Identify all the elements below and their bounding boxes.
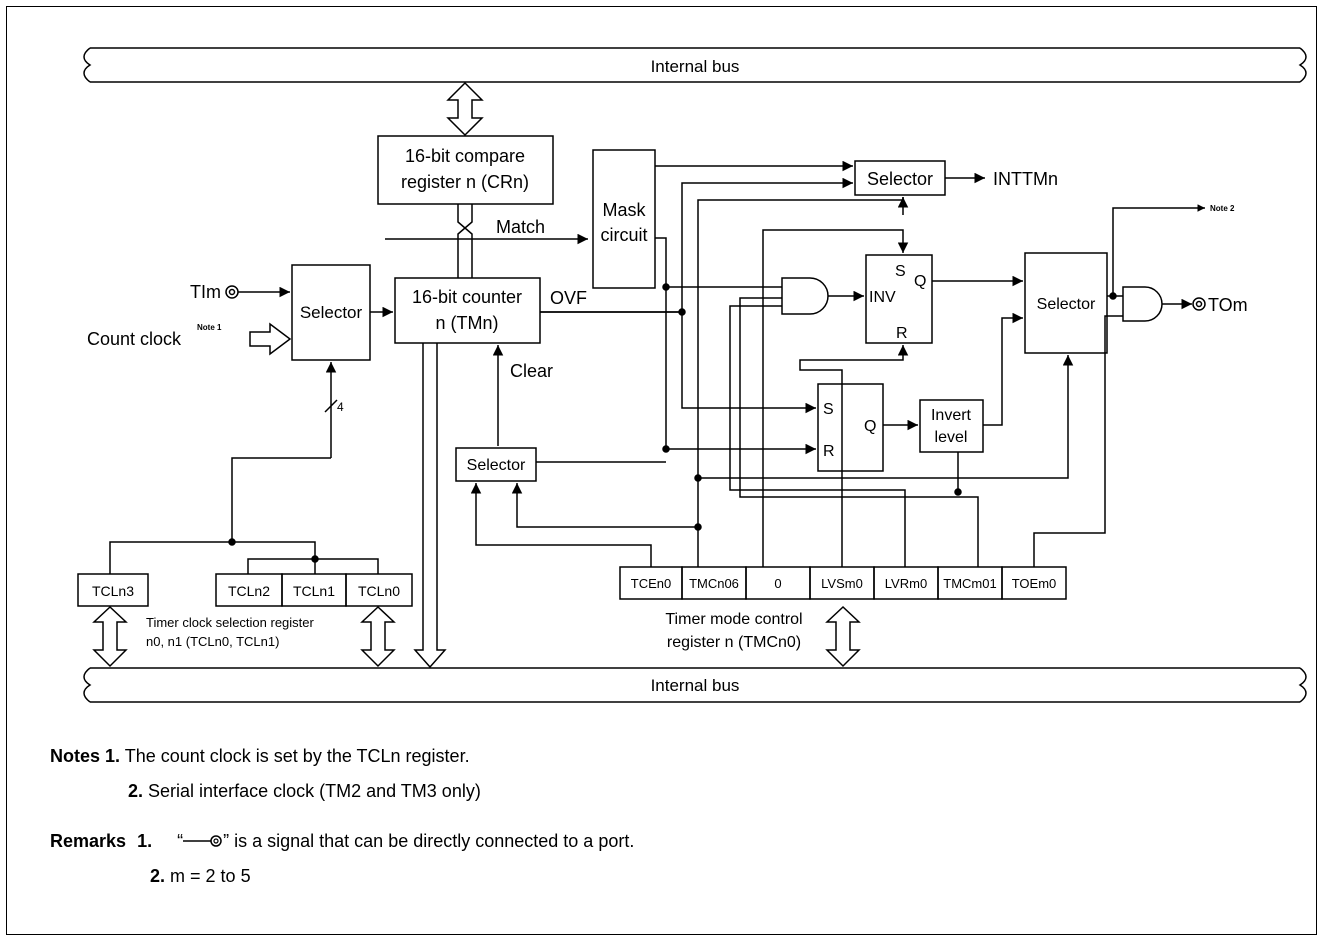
counter-label-2: n (TMn) [436,313,499,333]
counter-down-double-arrow [413,343,447,669]
inttm-label: INTTMn [993,169,1058,189]
remark-2-text: m = 2 to 5 [170,866,251,886]
notes-heading: Notes [50,746,101,766]
selector-out-box [1024,252,1108,354]
mask-circuit-box [592,149,656,289]
note-2-text: Serial interface clock (TM2 and TM3 only… [148,781,481,801]
note-2-num: 2. [128,781,144,801]
invert-level-label-1: Invert [931,407,972,424]
selector-main-label: Selector [300,303,363,322]
remark-2: 2. m = 2 to 5 [150,865,251,887]
ff2-r: R [823,443,835,460]
selector-clear-box [455,447,537,482]
ff1-s: S [895,263,906,280]
selector-out-label: Selector [1037,296,1096,313]
tmc-caption-1: Timer mode control [665,611,802,628]
remark-1-num: 1. [137,831,153,851]
remarks-heading: Remarks [50,831,127,851]
tom-port-icon [1192,297,1206,311]
invert-level-box [919,399,984,453]
compare-register-label-2: register n (CRn) [401,172,529,192]
tmc-bit-lvrm0: LVRm0 [885,576,927,591]
compare-register-label-1: 16-bit compare [405,146,525,166]
bus-bottom-label: Internal bus [651,676,740,695]
ovf-label: OVF [550,288,587,308]
tcl-bit-tcln1-label: TCLn1 [293,583,335,599]
tom-label: TOm [1208,295,1248,315]
tmc-caption-2: register n (TMCn0) [667,634,801,651]
compare-counter-bus [457,204,473,278]
tcl-bit-tcln3-label: TCLn3 [92,583,134,599]
remark-1-text: ” is a signal that can be directly conne… [223,831,635,851]
invert-level-label-2: level [935,429,968,446]
port-signal-icon [183,835,222,847]
tmc-bit-lvsm0: LVSm0 [821,576,863,591]
tcl-bit-tcln2-label: TCLn2 [228,583,270,599]
match-label: Match [496,217,545,237]
counter-box [394,277,541,344]
flipflop2-box [817,383,884,472]
ff2-s: S [823,401,834,418]
tcl-bit-tcln0-label: TCLn0 [358,583,400,599]
ff1-r: R [896,325,908,342]
ff1-q: Q [914,273,926,290]
tim-port-icon [225,285,239,299]
tcl-caption-1: Timer clock selection register [146,615,315,630]
figure-frame [6,6,1317,935]
tcl-bit-tcln3 [77,573,149,607]
tcl-bit-tcln0 [345,573,413,607]
tmc-bit-zero: 0 [774,576,781,591]
note-1-text: The count clock is set by the TCLn regis… [124,746,470,766]
count-clock-arrow [249,322,292,356]
note2-label: Note 2 [1210,204,1235,213]
tmc-bit-tcen0: TCEn0 [631,576,671,591]
flipflop1-box [865,254,933,344]
count-clock-note: Note 1 [197,323,222,332]
compare-register-box [377,135,554,205]
notes-block: Notes 1. The count clock is set by the T… [50,745,470,767]
tmc-bit-tmcn06: TMCn06 [689,576,739,591]
internal-bus-top [83,47,1307,83]
tmc-bit-toem0: TOEm0 [1012,576,1057,591]
mask-circuit-label-1: Mask [602,200,646,220]
mask-circuit-label-2: circuit [600,225,647,245]
bus-width-label: 4 [337,400,344,414]
remark-1-open-quote: “ [177,831,184,851]
selector-clear-label: Selector [467,457,526,474]
tmc-bit-tmcm01: TMCm01 [943,576,996,591]
counter-label-1: 16-bit counter [412,287,522,307]
bus-top-label: Internal bus [651,57,740,76]
note-1-num: 1. [105,746,121,766]
ff2-q: Q [864,418,876,435]
ff1-inv: INV [869,289,896,306]
remark-2-num: 2. [150,866,166,886]
note-2: 2. Serial interface clock (TM2 and TM3 o… [128,780,481,802]
tcl-caption-2: n0, n1 (TCLn0, TCLn1) [146,634,279,649]
internal-bus-bottom [83,667,1307,703]
count-clock-label: Count clock [87,329,182,349]
and-gate-2 [1122,286,1163,322]
and-gate-1 [781,277,829,315]
selector-int-label: Selector [867,169,933,189]
remarks-block: Remarks 1. “ ” is a signal that can be di… [50,830,634,852]
tim-label: TIm [190,282,221,302]
bus-compare-double-arrow [446,81,484,137]
clear-label: Clear [510,361,553,381]
